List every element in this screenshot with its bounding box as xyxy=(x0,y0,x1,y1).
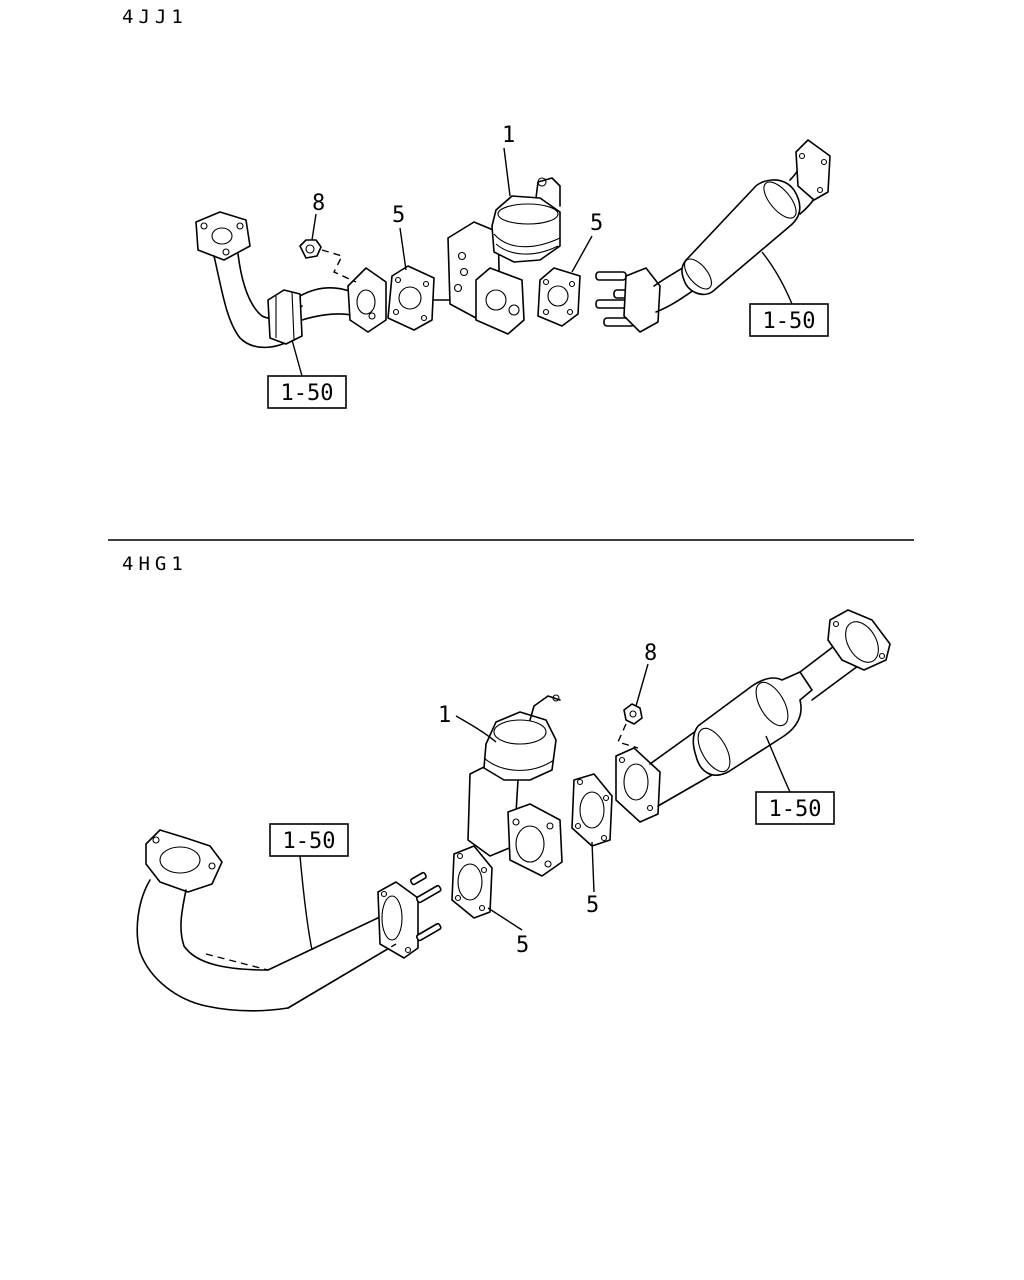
bottom-gasket-right xyxy=(571,773,613,847)
top-rear-pipe xyxy=(623,139,831,333)
bottom-ref-rear-label: 1-50 xyxy=(769,797,822,822)
top-gasket-right xyxy=(537,267,581,327)
bottom-ref-rear-box xyxy=(755,791,835,825)
bottom-callout-gasket-left: 5 xyxy=(516,933,529,958)
bottom-valve xyxy=(467,694,563,877)
top-nut xyxy=(299,239,322,259)
section-label-4hg1: 4HG1 xyxy=(122,553,188,575)
bottom-front-pipe xyxy=(136,829,442,1012)
top-callout-nut: 8 xyxy=(312,191,325,216)
top-valve xyxy=(447,177,561,335)
top-assembly: 1 5 5 8 1-50 1-50 xyxy=(195,123,831,409)
bottom-nut xyxy=(623,703,643,725)
top-ref-front-label: 1-50 xyxy=(281,381,334,406)
bottom-callout-nut: 8 xyxy=(644,641,657,666)
top-ref-rear-label: 1-50 xyxy=(763,309,816,334)
top-callout-gasket-right: 5 xyxy=(590,211,603,236)
bottom-ref-front-label: 1-50 xyxy=(283,829,336,854)
bottom-gasket-left xyxy=(451,845,493,919)
top-gasket-left xyxy=(387,265,435,331)
bottom-callout-valve: 1 xyxy=(438,703,451,728)
bottom-callout-gasket-right: 5 xyxy=(586,893,599,918)
top-ref-rear-box xyxy=(749,303,829,337)
bottom-rear-pipe xyxy=(615,609,891,823)
bottom-ref-front-box xyxy=(269,823,349,857)
bottom-assembly: 1 5 5 8 1-50 1-50 xyxy=(136,609,891,1012)
section-label-4jj1: 4JJ1 xyxy=(122,6,188,28)
top-callout-valve: 1 xyxy=(502,123,515,148)
top-ref-front-box xyxy=(267,375,347,409)
top-callout-gasket-left: 5 xyxy=(392,203,405,228)
top-front-pipe xyxy=(195,211,387,349)
